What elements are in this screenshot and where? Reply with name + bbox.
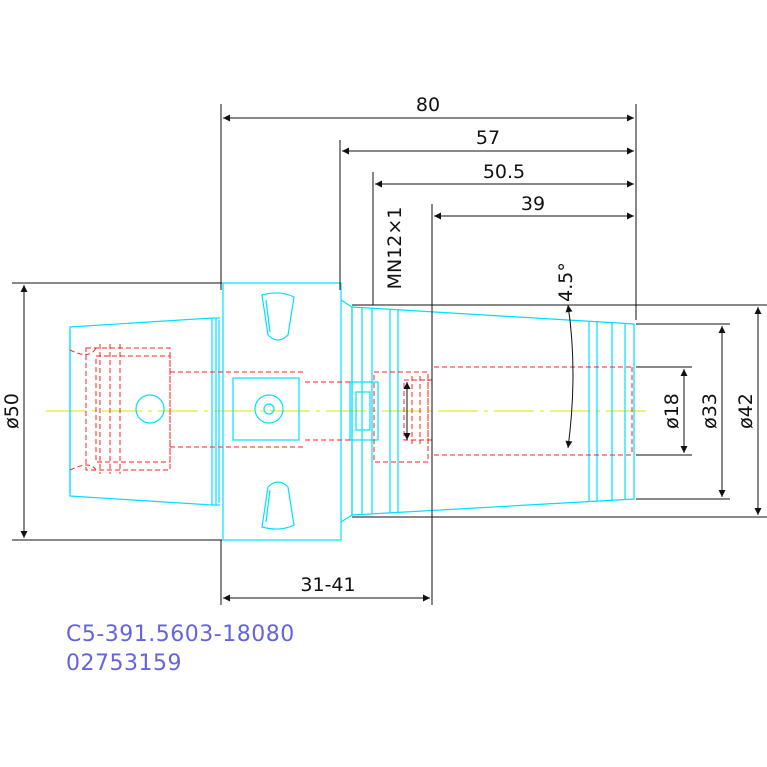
dim-31-41-label: 31-41 [300, 574, 355, 596]
taper-angle-label: 4.5° [555, 262, 577, 302]
thread-label: MN12×1 [384, 207, 406, 290]
part-code-label: C5-391.5603-18080 [66, 622, 295, 647]
dia-50-label: ø50 [1, 393, 23, 429]
dia-18-label: ø18 [661, 393, 683, 429]
dim-57-label: 57 [476, 127, 500, 149]
dia-33-label: ø33 [699, 393, 721, 429]
dia-42-label: ø42 [735, 393, 757, 429]
dim-80-label: 80 [416, 94, 440, 116]
dimension-lines [12, 104, 767, 605]
dim-39-label: 39 [521, 193, 545, 215]
internal-hidden-lines [69, 344, 633, 474]
dim-50-5-label: 50.5 [483, 161, 525, 183]
tool-holder-outline [69, 282, 635, 541]
part-number-label: 02753159 [66, 651, 182, 676]
